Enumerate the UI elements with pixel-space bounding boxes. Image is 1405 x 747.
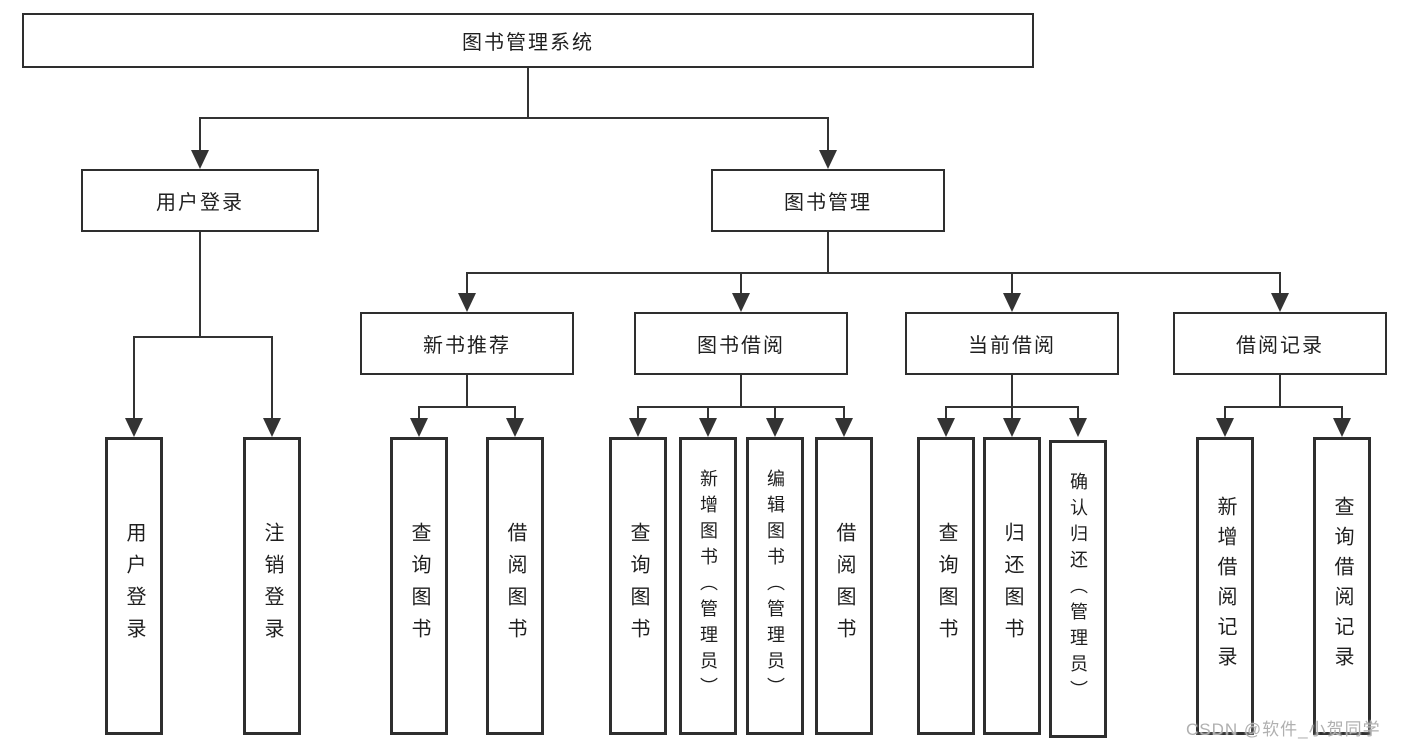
connector-bookmgmt-stem (827, 232, 829, 272)
arrowhead-down-icon (1003, 293, 1021, 312)
connector-shaft (199, 117, 201, 153)
connector-leaf-bar (637, 406, 845, 408)
connector-shaft (1011, 406, 1013, 420)
connector-root-stem (527, 68, 529, 117)
leaf-query-books: 查询图书 (609, 437, 667, 735)
node-user-login: 用户登录 (81, 169, 319, 232)
connector-level3-bar (466, 272, 1281, 274)
leaf-edit-book-admin: 编辑图书（管理员） (746, 437, 804, 735)
arrowhead-down-icon (458, 293, 476, 312)
connector-shaft (1077, 406, 1079, 420)
leaf-query-books: 查询图书 (390, 437, 448, 735)
node-book-borrowing: 图书借阅 (634, 312, 848, 375)
connector-userlogin-bar (133, 336, 273, 338)
leaf-query-borrow-record: 查询借阅记录 (1313, 437, 1371, 735)
connector-shaft (843, 406, 845, 420)
connector-stem (466, 375, 468, 406)
connector-leaf-bar (1224, 406, 1343, 408)
connector-shaft (1279, 272, 1281, 296)
arrowhead-down-icon (191, 150, 209, 169)
leaf-query-books: 查询图书 (917, 437, 975, 735)
connector-stem (1279, 375, 1281, 406)
arrowhead-down-icon (699, 418, 717, 437)
watermark: CSDN @软件_小贺同学 (1186, 720, 1381, 739)
connector-shaft (827, 117, 829, 153)
leaf-add-borrow-record: 新增借阅记录 (1196, 437, 1254, 735)
connector-shaft (774, 406, 776, 420)
connector-shaft (271, 336, 273, 420)
connector-shaft (945, 406, 947, 420)
connector-shaft (637, 406, 639, 420)
arrowhead-down-icon (819, 150, 837, 169)
arrowhead-down-icon (732, 293, 750, 312)
arrowhead-down-icon (1271, 293, 1289, 312)
connector-shaft (1011, 272, 1013, 296)
arrowhead-down-icon (937, 418, 955, 437)
node-library-system: 图书管理系统 (22, 13, 1034, 68)
arrowhead-down-icon (410, 418, 428, 437)
connector-userlogin-stem (199, 232, 201, 336)
arrowhead-down-icon (506, 418, 524, 437)
connector-stem (740, 375, 742, 406)
arrowhead-down-icon (125, 418, 143, 437)
leaf-borrow-books: 借阅图书 (815, 437, 873, 735)
leaf-confirm-return-admin: 确认归还（管理员） (1049, 440, 1107, 738)
connector-shaft (514, 406, 516, 420)
connector-shaft (1341, 406, 1343, 420)
connector-shaft (133, 336, 135, 420)
leaf-return-book: 归还图书 (983, 437, 1041, 735)
leaf-borrow-books: 借阅图书 (486, 437, 544, 735)
node-book-management: 图书管理 (711, 169, 945, 232)
arrowhead-down-icon (835, 418, 853, 437)
node-new-book-recommend: 新书推荐 (360, 312, 574, 375)
connector-shaft (418, 406, 420, 420)
connector-shaft (740, 272, 742, 296)
connector-shaft (466, 272, 468, 296)
arrowhead-down-icon (1216, 418, 1234, 437)
arrowhead-down-icon (629, 418, 647, 437)
node-current-borrowing: 当前借阅 (905, 312, 1119, 375)
leaf-logout: 注销登录 (243, 437, 301, 735)
connector-shaft (707, 406, 709, 420)
leaf-user-login: 用户登录 (105, 437, 163, 735)
connector-level2-bar (199, 117, 829, 119)
leaf-add-book-admin: 新增图书（管理员） (679, 437, 737, 735)
connector-shaft (1224, 406, 1226, 420)
node-borrowing-records: 借阅记录 (1173, 312, 1387, 375)
connector-stem (1011, 375, 1013, 406)
arrowhead-down-icon (1003, 418, 1021, 437)
arrowhead-down-icon (1333, 418, 1351, 437)
arrowhead-down-icon (766, 418, 784, 437)
arrowhead-down-icon (263, 418, 281, 437)
arrowhead-down-icon (1069, 418, 1087, 437)
connector-leaf-bar (418, 406, 516, 408)
